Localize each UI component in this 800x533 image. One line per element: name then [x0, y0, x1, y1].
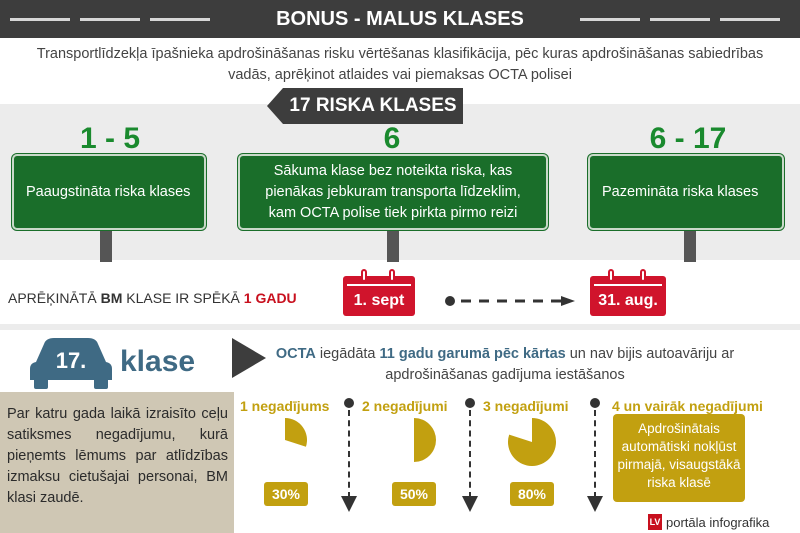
header-dash [150, 18, 210, 21]
accident-label: 2 negadījumi [362, 398, 448, 414]
calendar-ring [389, 269, 395, 282]
calendar-start: 1. sept [343, 269, 415, 316]
header-dash [580, 18, 640, 21]
risk-tag-arrow [267, 88, 283, 124]
bm-abbr: BM [100, 290, 123, 306]
bm-period: 1 GADU [243, 290, 297, 306]
sign-post [684, 230, 696, 262]
octa-text-4: un nav bijis autoavāriju ar apdrošināšan… [385, 346, 735, 383]
bm-loss-note: Par katru gada laikā izraisīto ceļu sati… [0, 392, 234, 533]
divider-dot [465, 398, 475, 408]
page-title-text: BONUS - MALUS KLASES [266, 8, 534, 30]
play-arrow-icon [232, 338, 266, 378]
accident-label: 4 un vairāk negadījumi [612, 398, 763, 414]
header-dash [720, 18, 780, 21]
sign-start-class-text: Sākuma klase bez noteikta riska, kas pie… [265, 162, 521, 221]
sign-low-risk-text: Pazemināta riska klases [602, 183, 759, 200]
octa-condition-text: OCTA iegādāta 11 gadu garumā pēc kārtas … [270, 344, 740, 386]
sign-post [100, 230, 112, 262]
lv-logo: LV [648, 514, 662, 530]
accident-pie [285, 418, 307, 447]
sign-low-risk: Pazemināta riska klases [588, 154, 784, 230]
footer-credit: LV portāla infografika [648, 514, 769, 530]
header-dash [80, 18, 140, 21]
risk-tag: 17 RISKA KLASES [283, 88, 463, 124]
page-title: BONUS - MALUS KLASES [0, 0, 800, 38]
class-range-low: 1 - 5 [79, 122, 141, 155]
advice-box: Apdrošinātais automātiski nokļūst pirmaj… [613, 414, 745, 502]
bm-mid: KLASE IR SPĒKĀ [122, 290, 244, 306]
calendar-end: 31. aug. [590, 269, 666, 316]
octa-years: 11 gadu garumā pēc kārtas [379, 346, 566, 362]
percent-badge: 50% [392, 482, 436, 506]
calendar-ring [608, 269, 614, 282]
divider-dashed-line [348, 410, 350, 498]
bm-prefix: APRĒĶINĀTĀ [8, 290, 101, 306]
accident-pie [508, 418, 556, 466]
percent-badge: 80% [510, 482, 554, 506]
calendar-start-date: 1. sept [353, 292, 405, 309]
divider-dot [344, 398, 354, 408]
sign-start-class: Sākuma klase bez noteikta riska, kas pie… [238, 154, 548, 230]
car-class-number: 17. [56, 348, 87, 373]
octa-text-2: iegādāta [315, 346, 380, 362]
octa-word: OCTA [275, 346, 316, 362]
class-range-start: 6 [383, 122, 401, 155]
subtitle: Transportlīdzekļa īpašnieka apdrošināšan… [36, 46, 764, 83]
divider-dashed-line [469, 410, 471, 498]
divider-dot [590, 398, 600, 408]
accident-pie [414, 418, 436, 462]
car-icon: 17. [30, 338, 112, 389]
accident-label: 3 negadījumi [483, 398, 569, 414]
percent-badge: 30% [264, 482, 308, 506]
dashed-arrow [445, 296, 575, 306]
sign-high-risk-text: Paaugstināta riska klases [26, 183, 191, 200]
footer-text: portāla infografika [666, 514, 770, 530]
down-arrow-icon [587, 496, 603, 512]
car-class-label: klase [120, 345, 196, 378]
bm-validity-text: APRĒĶINĀTĀ BM KLASE IR SPĒKĀ 1 GADU [8, 290, 297, 306]
divider-dashed-line [594, 410, 596, 498]
calendar-line [594, 284, 662, 286]
header-dash [650, 18, 710, 21]
header-bar: BONUS - MALUS KLASES [0, 0, 800, 38]
calendar-line [347, 284, 411, 286]
sign-high-risk: Paaugstināta riska klases [12, 154, 206, 230]
sign-post [387, 230, 399, 262]
accident-label: 1 negadījums [240, 398, 330, 414]
calendar-end-date: 31. aug. [598, 292, 658, 309]
down-arrow-icon [341, 496, 357, 512]
calendar-ring [640, 269, 646, 282]
class-range-high: 6 - 17 [649, 122, 727, 155]
down-arrow-icon [462, 496, 478, 512]
divider [0, 324, 800, 330]
calendar-ring [361, 269, 367, 282]
header-dash [10, 18, 70, 21]
